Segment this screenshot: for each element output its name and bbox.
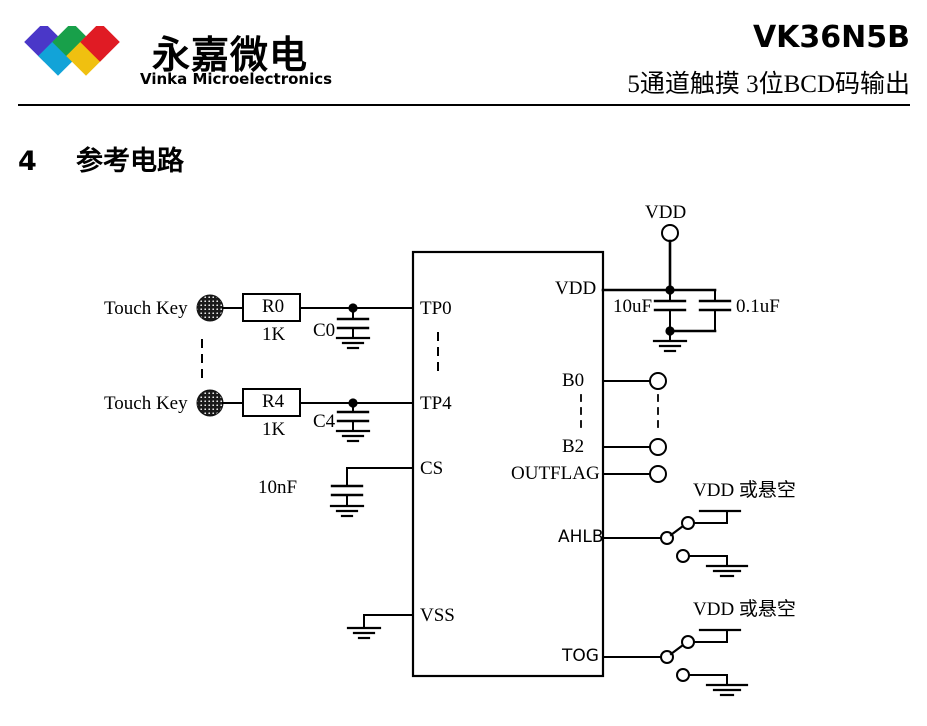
logo-chinese-name: 永嘉微电: [152, 33, 309, 77]
ic-body: [411, 250, 605, 678]
section-heading: 4 参考电路: [18, 139, 184, 178]
header-subtitle: 5通道触摸 3位BCD码输出: [627, 71, 910, 98]
resistor-label-r0: R0: [262, 296, 285, 317]
vdd-terminal: [661, 224, 679, 242]
pin-label-tp4: TP4: [420, 393, 452, 414]
switch-contact-gnd-ahlb: [676, 549, 690, 563]
section-title: 参考电路: [76, 146, 184, 177]
pin-label-cs: CS: [420, 458, 444, 479]
touch-pad-4: [196, 389, 224, 417]
capacitor-value-cs: 10nF: [258, 477, 298, 498]
terminal-outflag: [649, 465, 667, 483]
pin-label-vss: VSS: [420, 605, 455, 626]
logo-english-name: Vinka Microelectronics: [140, 70, 333, 88]
pin-label-b0: B0: [562, 370, 585, 391]
header-divider: [18, 104, 910, 106]
pin-label-outflag: OUTFLAG: [511, 463, 600, 484]
touch-key-label-0: Touch Key: [104, 298, 188, 319]
capacitor-value-10uf: 10uF: [613, 296, 653, 317]
switch-contact-vdd-ahlb: [681, 516, 695, 530]
switch-option-label-ahlb: VDD 或悬空: [693, 480, 796, 501]
resistor-label-r4: R4: [262, 391, 285, 412]
company-logo: 永嘉微电 Vinka Microelectronics: [18, 18, 332, 90]
pin-label-tog: TOG: [562, 646, 599, 666]
switch-option-label-tog: VDD 或悬空: [693, 599, 796, 620]
resistor-value-r0: 1K: [262, 324, 286, 345]
resistor-value-r4: 1K: [262, 419, 286, 440]
vdd-terminal-label: VDD: [645, 202, 687, 223]
capacitor-label-c4: C4: [313, 411, 336, 432]
capacitor-label-c0: C0: [313, 320, 336, 341]
terminal-b2: [649, 438, 667, 456]
pin-label-b2: B2: [562, 436, 585, 457]
pin-label-vdd: VDD: [555, 278, 597, 299]
touch-key-label-4: Touch Key: [104, 393, 188, 414]
switch-contact-gnd-tog: [676, 668, 690, 682]
terminal-b0: [649, 372, 667, 390]
page-header: 永嘉微电 Vinka Microelectronics VK36N5B 5通道触…: [0, 0, 927, 110]
logo-diamonds-icon: [24, 26, 120, 76]
capacitor-value-0p1uf: 0.1uF: [736, 296, 780, 317]
pin-label-ahlb: AHLB: [558, 527, 604, 547]
pin-label-tp0: TP0: [420, 298, 452, 319]
section-number: 4: [18, 146, 37, 177]
switch-contact-vdd-tog: [681, 635, 695, 649]
page-title: VK36N5B: [752, 20, 910, 55]
touch-pad-0: [196, 294, 224, 322]
